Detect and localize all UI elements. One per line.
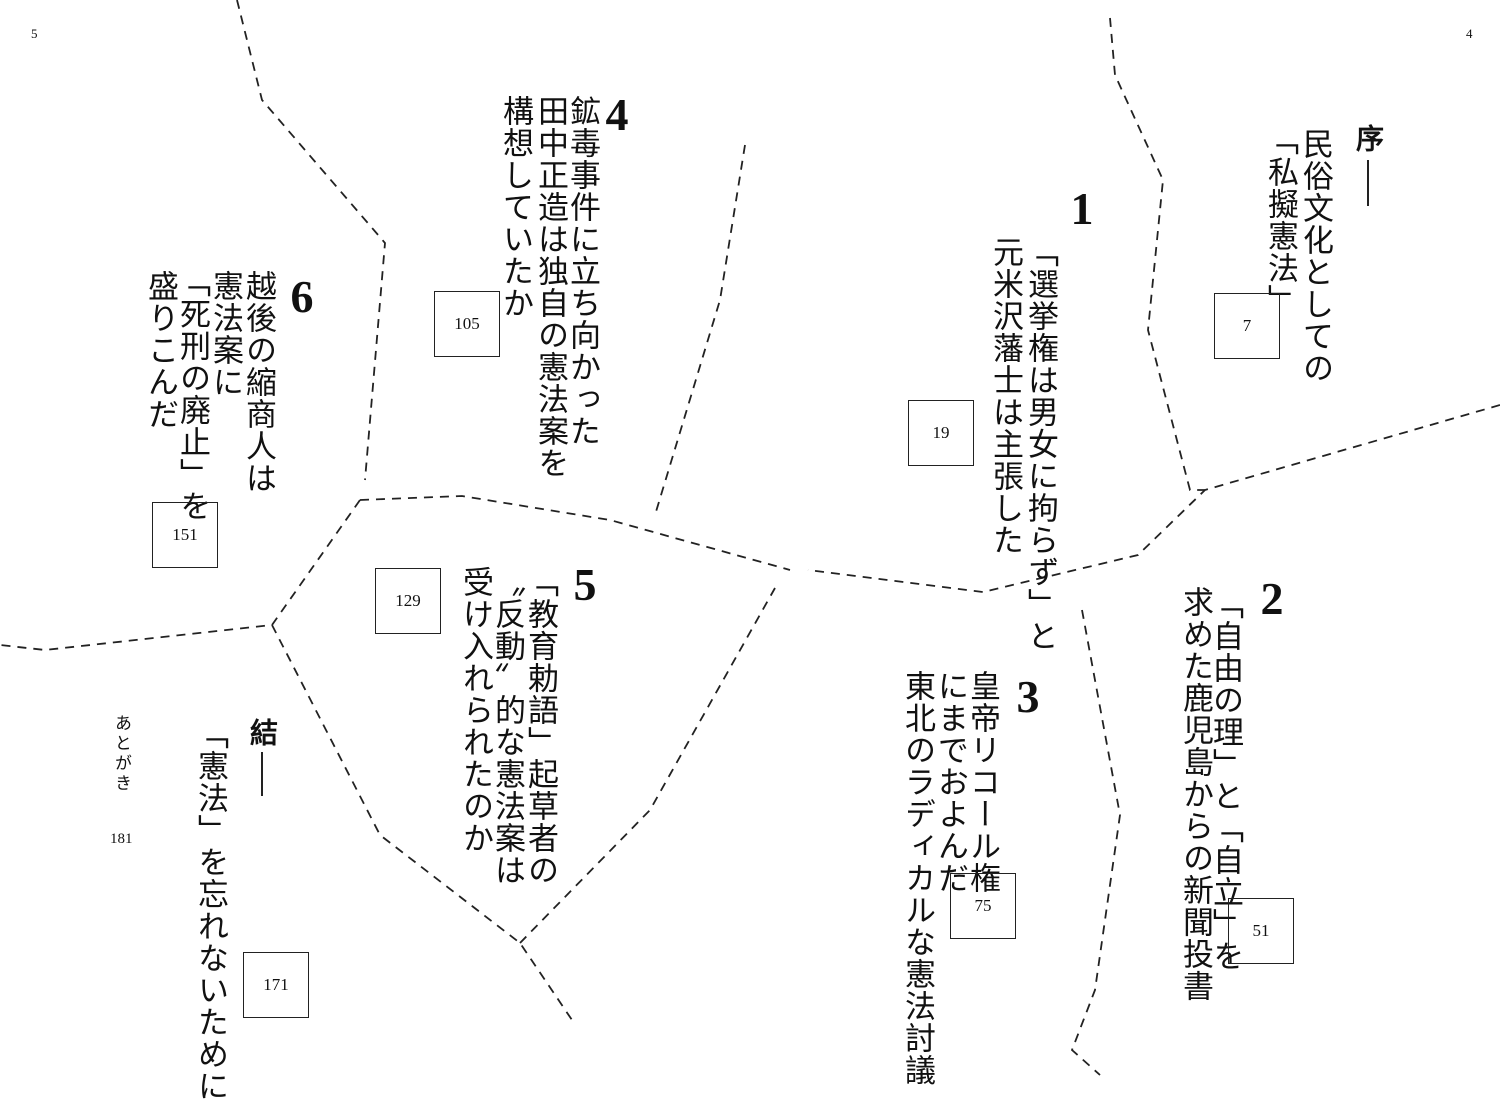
page-number-box: 19 [908, 400, 974, 466]
entry-title-line: 「憲法」を忘れないために [192, 718, 228, 1102]
chapter-number: 2 [1260, 573, 1284, 624]
entry-title-line: 構想していたか [497, 95, 533, 319]
entry-title-line: 越後の縮商人は [240, 270, 276, 494]
chapter-number: 3 [1016, 671, 1040, 722]
entry-title-line: 「私擬憲法」 [1262, 124, 1298, 316]
entry-title-line: 憲法案に [207, 270, 243, 398]
prologue-heading: 序 [1352, 124, 1385, 152]
divider-line [519, 587, 776, 944]
entry-title-line: 「選挙権は男女に拘らず」と [1022, 236, 1058, 652]
divider-line [271, 624, 573, 1021]
page-number-box: 75 [950, 873, 1016, 939]
entry-title-line: 「教育勅語」起草者の [522, 566, 558, 886]
divider-line [236, 0, 386, 481]
page-number-right: 4 [1466, 26, 1473, 41]
entry-title-line: 民俗文化としての [1297, 128, 1333, 384]
entry-title-line: 皇帝リコール権 [964, 670, 1000, 894]
entry-title-line: 東北のラディカルな憲法討議 [899, 670, 935, 1086]
entry-title-line: 求めた鹿児島からの新聞投書 [1177, 586, 1213, 1002]
entry-title-line: 「死刑の廃止」を [174, 266, 210, 522]
entry-title-line: 田中正造は独自の憲法案を [532, 95, 568, 479]
entry-title-line: 受け入れられたのか [457, 566, 493, 854]
epilogue-heading: 結 [246, 718, 279, 746]
page-number-box: 105 [434, 291, 500, 357]
entry-title-line: 「自由の理」と「自立」を [1207, 588, 1243, 972]
divider-line [1070, 609, 1121, 1076]
afterword-label: あとがき [111, 714, 131, 794]
entry-title-line: 盛りこんだ [142, 270, 178, 430]
page-number-box: 51 [1228, 898, 1294, 964]
afterword-page: 181 [110, 831, 133, 847]
heading-dash [1367, 160, 1369, 206]
heading-dash [261, 752, 263, 796]
page-number-box: 7 [1214, 293, 1280, 359]
divider-line [654, 144, 746, 516]
page-number-box: 151 [152, 502, 218, 568]
chapter-number: 4 [605, 89, 629, 140]
chapter-number: 6 [290, 271, 314, 322]
page-number-box: 171 [243, 952, 309, 1018]
divider-line [0, 499, 361, 651]
chapter-number: 1 [1070, 183, 1094, 234]
entry-title-line: 鉱毒事件に立ち向かった [564, 95, 600, 447]
entry-title-line: 〝反動〟的な憲法案は [489, 566, 525, 886]
page-number-left: 5 [31, 26, 38, 41]
divider-line [807, 404, 1500, 593]
divider-line [1109, 17, 1205, 491]
chapter-number: 5 [573, 559, 597, 610]
page-number-box: 129 [375, 568, 441, 634]
divider-line [359, 495, 791, 571]
entry-title-line: にまでおよんだ [932, 670, 968, 894]
entry-title-line: 元米沢藩士は主張した [987, 236, 1023, 556]
